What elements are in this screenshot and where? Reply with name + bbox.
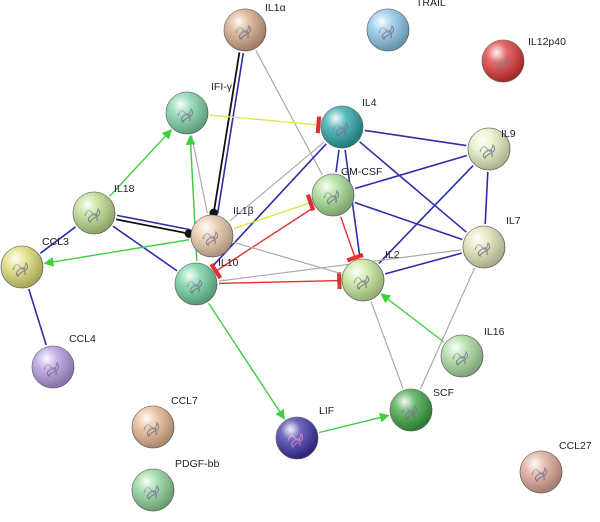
node-LIF[interactable]: LIF — [275, 405, 334, 460]
edge-IL1b-GMCSF-expression — [233, 193, 316, 230]
edge-IL18-IL10-binding — [112, 225, 178, 272]
node-label: PDGF-bb — [175, 458, 220, 470]
node-highlight — [367, 9, 409, 51]
node-GMCSF[interactable]: GM-CSF — [311, 166, 382, 217]
node-highlight — [191, 215, 233, 257]
node-CCL3[interactable]: CCL3 — [0, 236, 69, 289]
edge-IL7-IL10-association — [218, 249, 462, 282]
edge-IL18-IL1b-catalysis — [116, 218, 194, 238]
node-label: IL10 — [218, 257, 239, 269]
node-label: IFI-γ — [211, 81, 233, 93]
node-IL18[interactable]: IL18 — [72, 183, 135, 235]
edge-IL4-IL7-binding — [359, 141, 467, 233]
edge-IL1a-IL1b-binding — [216, 52, 245, 214]
node-label: IL1α — [265, 2, 286, 14]
edge-IL1b-IL4-association — [229, 141, 325, 222]
node-label: CCL7 — [171, 395, 198, 407]
edge-IL18-IFNg-activation — [109, 129, 172, 197]
node-highlight — [312, 174, 354, 216]
node-IL10[interactable]: IL10 — [174, 257, 239, 306]
edge-IL9-GMCSF-binding — [354, 154, 468, 190]
node-label: CCL3 — [42, 236, 69, 248]
node-IL2[interactable]: IL2 — [341, 249, 400, 302]
node-highlight — [1, 246, 43, 288]
node-label: LIF — [319, 405, 334, 417]
edge-IL1b-IL2-association — [233, 241, 342, 275]
edge-CCL3-CCL4-binding — [28, 288, 47, 346]
edge-IL10-IL2-inhibition — [218, 272, 342, 290]
node-IL9[interactable]: IL9 — [467, 127, 516, 171]
edge-IL18-CCL3-binding — [39, 226, 77, 254]
edges-layer — [28, 50, 489, 434]
node-CCL4[interactable]: CCL4 — [31, 333, 96, 389]
edge-IL9-IL2-binding — [378, 165, 474, 264]
node-label: SCF — [433, 387, 454, 399]
edge-IL1a-IL1b-catalysis — [209, 52, 241, 218]
node-CCL7[interactable]: CCL7 — [131, 395, 198, 449]
edge-IL4-IL9-binding — [364, 129, 467, 147]
edge-IFNg-IL4-expression — [209, 114, 322, 134]
node-highlight — [482, 40, 524, 82]
edge-IL10-LIF-activation — [208, 302, 285, 420]
node-highlight — [520, 451, 562, 493]
node-label: TRAIL — [416, 0, 446, 9]
edge-IL16-IL2-activation — [380, 293, 445, 343]
node-label: IL1β — [233, 205, 254, 217]
node-label: IL18 — [114, 183, 135, 195]
node-label: IL4 — [362, 97, 377, 109]
node-label: GM-CSF — [341, 166, 382, 178]
node-label: IL7 — [506, 215, 521, 227]
node-highlight — [463, 226, 505, 268]
node-highlight — [468, 128, 510, 170]
node-label: IL9 — [501, 128, 516, 140]
node-label: IL16 — [484, 326, 505, 338]
node-highlight — [73, 192, 115, 234]
node-label: CCL27 — [559, 440, 592, 452]
node-IL1a[interactable]: IL1α — [223, 2, 286, 52]
node-IFNg[interactable]: IFI-γ — [165, 81, 233, 135]
edge-GMCSF-IL2-inhibition — [340, 216, 364, 263]
edge-GMCSF-IL7-binding — [354, 201, 463, 241]
edge-IL18-IL1b-binding — [116, 214, 190, 231]
node-TRAIL[interactable]: TRAIL — [366, 0, 446, 52]
edge-IFNg-IL1b-association — [191, 135, 208, 214]
edge-IL9-IL7-binding — [484, 171, 489, 225]
node-IL12p40[interactable]: IL12p40 — [481, 36, 566, 83]
node-IL4[interactable]: IL4 — [320, 97, 377, 149]
node-label: IL12p40 — [528, 36, 566, 48]
edge-IL4-IL10-binding — [211, 143, 327, 268]
node-highlight — [175, 263, 217, 305]
node-highlight — [276, 417, 318, 459]
node-highlight — [224, 9, 266, 51]
node-IL16[interactable]: IL16 — [440, 326, 505, 378]
edge-IL1a-GMCSF-association — [255, 50, 323, 175]
edge-LIF-SCF-activation — [319, 412, 390, 434]
node-highlight — [321, 106, 363, 148]
node-highlight — [32, 346, 74, 388]
edge-IL2-SCF-association — [370, 301, 404, 389]
edge-GMCSF-IL10-inhibition — [209, 206, 315, 280]
node-highlight — [132, 469, 174, 511]
node-label: CCL4 — [69, 333, 96, 345]
node-highlight — [441, 335, 483, 377]
edge-IL7-IL2-binding — [384, 252, 463, 275]
edge-IL7-SCF-association — [419, 267, 476, 390]
node-highlight — [166, 92, 208, 134]
node-label: IL2 — [385, 249, 400, 261]
node-highlight — [342, 259, 384, 301]
node-SCF[interactable]: SCF — [389, 387, 454, 432]
node-PDGFbb[interactable]: PDGF-bb — [131, 458, 220, 512]
edge-IL4-GMCSF-binding — [335, 149, 340, 173]
node-CCL27[interactable]: CCL27 — [519, 440, 592, 494]
node-highlight — [390, 389, 432, 431]
node-highlight — [132, 406, 174, 448]
node-IL1b[interactable]: IL1β — [190, 205, 254, 258]
node-IL7[interactable]: IL7 — [462, 215, 521, 269]
edge-IL1b-CCL3-activation — [43, 239, 190, 267]
